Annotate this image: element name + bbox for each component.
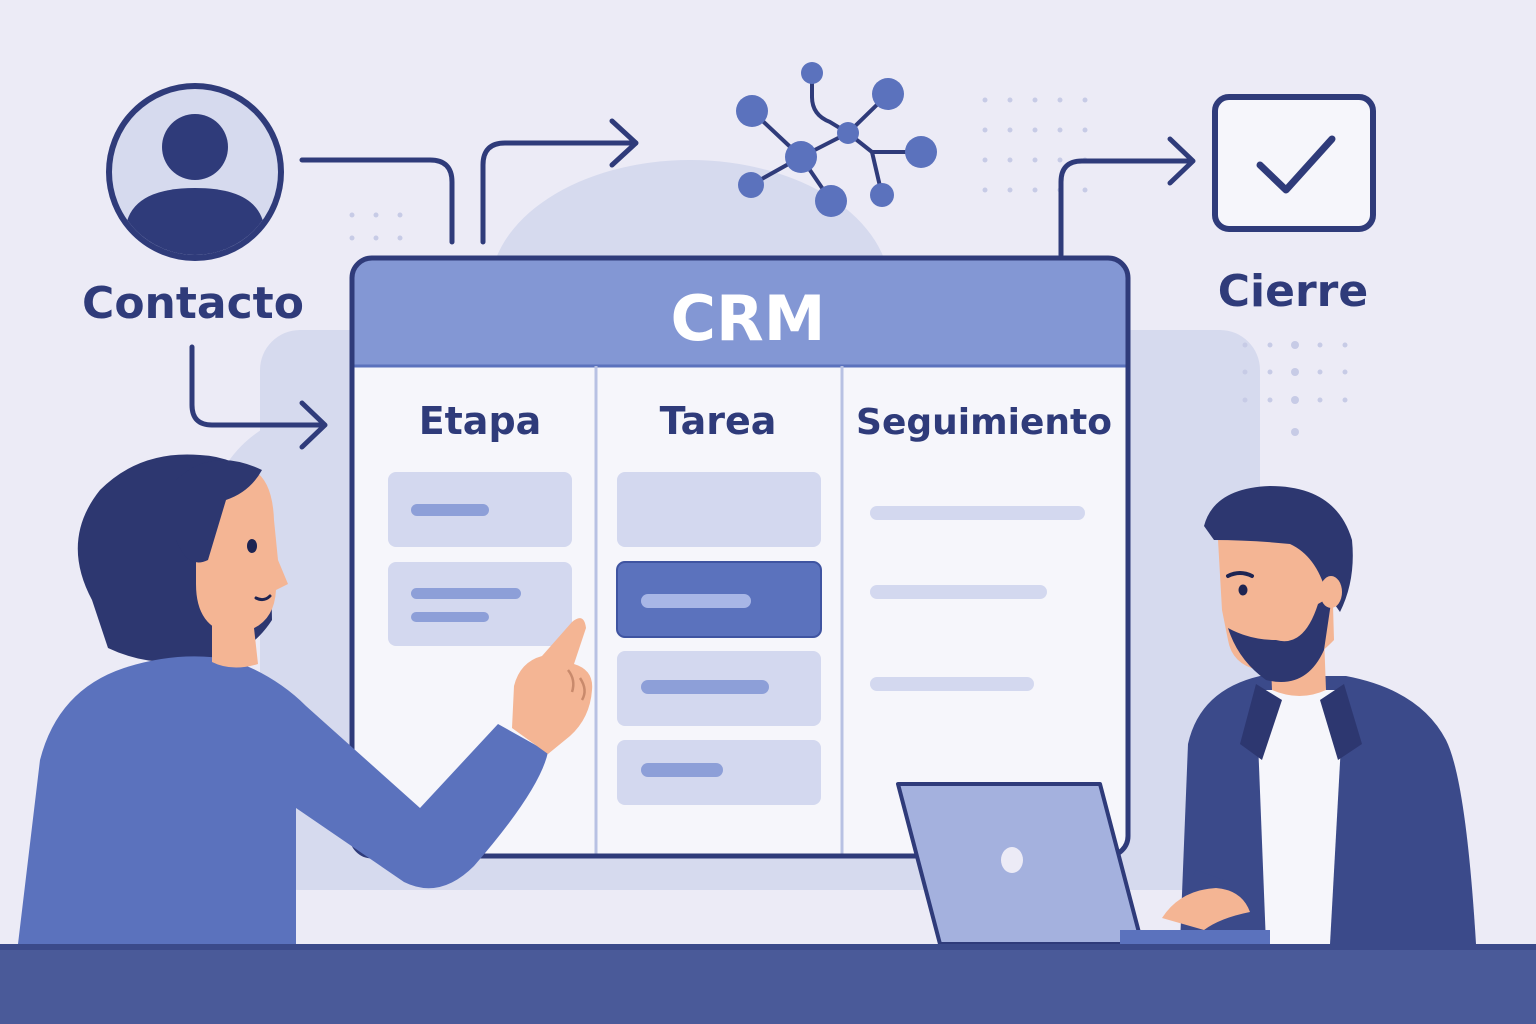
follow-up-lines bbox=[870, 506, 1085, 691]
dot-grid-right bbox=[1242, 341, 1348, 436]
dot-grid-left bbox=[349, 212, 403, 241]
man-eyebrow bbox=[1226, 571, 1254, 578]
column-header-tarea: Tarea bbox=[660, 399, 777, 443]
arrowhead-network bbox=[609, 118, 639, 168]
follow-up-item bbox=[870, 506, 1085, 520]
task-card[interactable] bbox=[617, 740, 821, 805]
woman-presenter bbox=[18, 454, 593, 944]
column-header-etapa: Etapa bbox=[419, 399, 542, 443]
stage-card[interactable] bbox=[388, 562, 572, 646]
laptop-icon bbox=[896, 782, 1270, 946]
man-hair bbox=[1204, 486, 1353, 612]
user-avatar-icon bbox=[106, 83, 284, 261]
contact-label: Contacto bbox=[82, 278, 304, 329]
woman-body bbox=[18, 656, 548, 944]
desk-edge bbox=[0, 944, 1536, 950]
connector-contact-down bbox=[189, 344, 327, 428]
man-shirt bbox=[1256, 690, 1344, 944]
connector-crm-to-close bbox=[1058, 158, 1195, 258]
follow-up-item bbox=[870, 677, 1034, 691]
man-beard bbox=[1228, 596, 1332, 682]
stage-card[interactable] bbox=[388, 472, 572, 547]
crm-header bbox=[352, 258, 1128, 366]
follow-up-item bbox=[870, 585, 1047, 599]
woman-hair-front bbox=[176, 460, 262, 563]
man-hand bbox=[1162, 888, 1250, 930]
network-nodes-icon bbox=[736, 62, 937, 217]
task-card[interactable] bbox=[617, 651, 821, 726]
man-worker bbox=[896, 486, 1476, 946]
task-card-selected[interactable] bbox=[616, 561, 822, 638]
dot-grid-top bbox=[982, 97, 1088, 193]
connector-crm-to-network bbox=[480, 140, 637, 245]
woman-mouth bbox=[254, 594, 272, 602]
close-label: Cierre bbox=[1218, 266, 1368, 317]
connector-contact-to-crm bbox=[299, 157, 455, 245]
desk bbox=[0, 944, 1536, 1024]
arrowhead-crm-left bbox=[299, 400, 328, 450]
woman-eye bbox=[247, 539, 257, 553]
woman-hand bbox=[512, 618, 593, 754]
crm-title: CRM bbox=[671, 282, 826, 355]
checkbox-check-icon bbox=[1212, 94, 1376, 232]
man-ear bbox=[1320, 576, 1342, 608]
man-eye bbox=[1238, 584, 1248, 596]
flow-connectors bbox=[189, 118, 1196, 450]
arrowhead-close bbox=[1167, 136, 1196, 186]
task-card[interactable] bbox=[617, 472, 821, 547]
column-header-seguimiento: Seguimiento bbox=[856, 402, 1112, 443]
